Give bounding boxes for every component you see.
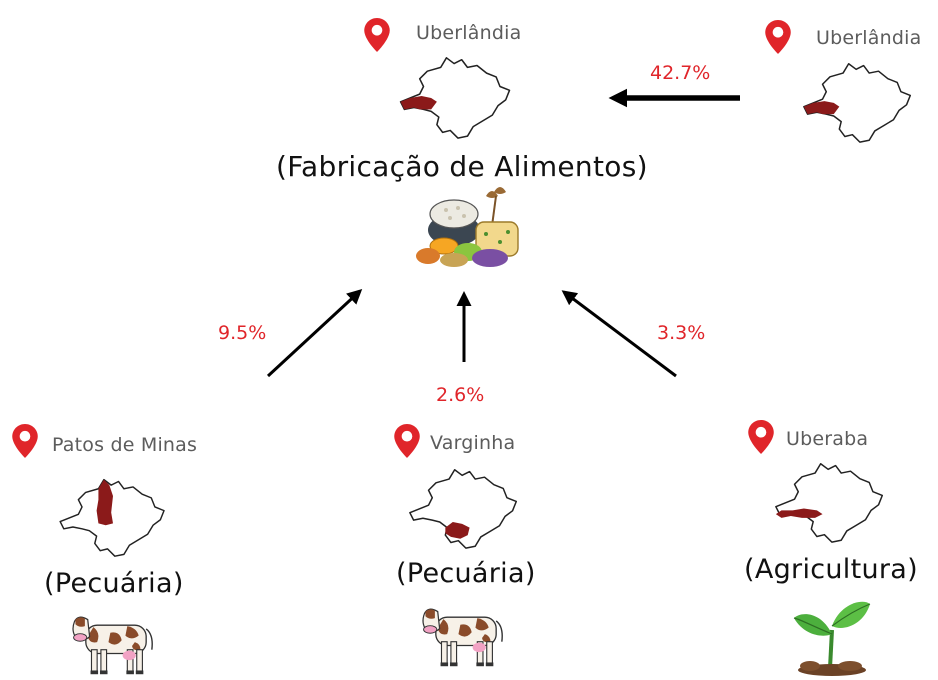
location-pin-icon [748, 420, 774, 454]
percent-uberlandia: 42.7% [650, 62, 711, 84]
arrow-uberaba-to-center [561, 290, 677, 378]
highlighted-region [400, 96, 437, 110]
food-basket-icon [416, 187, 519, 267]
cow-icon [64, 612, 168, 678]
uberaba-sector-label: (Agricultura) [744, 554, 918, 585]
state-map-icon [775, 462, 884, 543]
varginha-city-label: Varginha [430, 432, 516, 454]
state-map-icon [409, 468, 518, 549]
location-pin-icon [765, 20, 791, 54]
highlighted-region [803, 101, 840, 115]
state-map-icon [803, 62, 912, 143]
state-map-icon [59, 478, 165, 557]
location-pin-icon [12, 424, 38, 458]
location-pin-icon [364, 18, 390, 52]
varginha-sector-label: (Pecuária) [396, 558, 536, 589]
percent-uberaba: 3.3% [657, 322, 706, 344]
seedling-icon [793, 601, 871, 676]
highlighted-region [445, 522, 470, 539]
patos-city-label: Patos de Minas [52, 434, 198, 456]
highlighted-region [775, 508, 823, 518]
state-map-icon [399, 57, 511, 139]
cow-icon [414, 604, 518, 670]
origin-city-label: Uberlândia [816, 27, 922, 49]
percent-patos: 9.5% [218, 322, 267, 344]
arrow-patos-to-center [266, 288, 363, 378]
percent-varginha: 2.6% [436, 384, 485, 406]
center-city-label: Uberlândia [416, 22, 522, 44]
patos-sector-label: (Pecuária) [44, 568, 184, 599]
highlighted-region [96, 479, 113, 526]
uberaba-city-label: Uberaba [786, 428, 869, 450]
center-sector-label: (Fabricação de Alimentos) [276, 150, 648, 183]
location-pin-icon [394, 424, 420, 458]
